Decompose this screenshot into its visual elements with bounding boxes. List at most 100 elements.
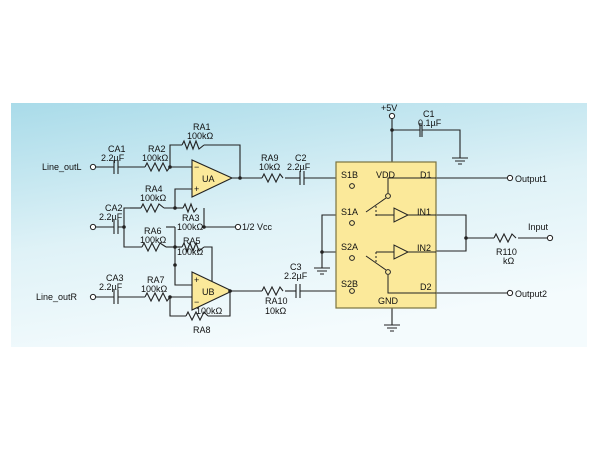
opamp-ub-label: UB (202, 287, 215, 297)
ra6-value: 100kΩ (140, 235, 167, 245)
terminal-vplus (388, 112, 396, 120)
capacitor-ca3 (113, 290, 119, 304)
diagram-panel (11, 103, 587, 347)
ca2-value: 2.2µF (99, 212, 123, 222)
chip-pin-in1: IN1 (417, 207, 431, 217)
terminal-line-outr (89, 293, 97, 301)
c3-name: C3 (290, 262, 302, 272)
opamp-ua-label: UA (202, 174, 215, 184)
ra4-name: RA4 (145, 184, 163, 194)
chip-pin-s1a: S1A (341, 207, 358, 217)
ca1-name: CA1 (108, 144, 126, 154)
terminals (89, 112, 554, 301)
ra2-name: RA2 (148, 144, 166, 154)
ra6-name: RA6 (144, 226, 162, 236)
ra8-name: RA8 (193, 325, 211, 335)
driver-in2 (393, 244, 410, 260)
ra1-value: 100kΩ (187, 131, 214, 141)
ra1-name: RA1 (193, 122, 211, 132)
opamp-ua-plus: + (194, 184, 199, 194)
terminal-output2 (506, 289, 514, 297)
ground-s1a-s2a (314, 267, 330, 275)
ra7-name: RA7 (147, 275, 165, 285)
ground-c1 (452, 157, 468, 165)
opamp-ub-plus: + (194, 275, 199, 285)
resistor-ra10 (261, 285, 284, 297)
ca2-name: CA2 (105, 203, 123, 213)
opamp-ua (191, 159, 234, 198)
resistor-ra7 (144, 291, 171, 303)
common-d2 (387, 275, 436, 294)
switch-arm-2 (365, 255, 387, 271)
chip-pin-gnd: GND (378, 296, 399, 306)
capacitor-c3 (295, 284, 301, 298)
ca3-value: 2.2µF (99, 282, 123, 292)
ground-symbols (314, 157, 468, 332)
terminal-half-vcc (234, 223, 242, 231)
chip-pin-in2: IN2 (417, 243, 431, 253)
capacitor-c1 (419, 123, 423, 137)
ra2-value: 100kΩ (142, 153, 169, 163)
switch-chip (335, 161, 437, 309)
terminal-line-outl (89, 163, 97, 171)
opamp-ub-minus: − (194, 297, 199, 307)
ra5-name: RA5 (183, 236, 201, 246)
resistor-ra8 (185, 310, 209, 322)
label-output2: Output2 (515, 289, 547, 299)
c1-name: C1 (423, 109, 435, 119)
resistor-symbols (140, 139, 517, 322)
ground-chip (384, 324, 400, 332)
chip-pin-d2: D2 (420, 282, 432, 292)
junction-dots (122, 128, 468, 299)
label-half-vcc: 1/2 Vcc (242, 222, 273, 232)
ra7-value: 100kΩ (141, 284, 168, 294)
label-output1: Output1 (515, 174, 547, 184)
resistor-ra3 (182, 202, 198, 214)
ra3-name: RA3 (182, 213, 200, 223)
terminal-output1 (506, 174, 514, 182)
c2-value: 2.2µF (287, 162, 311, 172)
resistor-ra1 (181, 139, 205, 151)
opamp-ua-minus: − (194, 162, 199, 172)
chip-internals (349, 177, 436, 294)
capacitor-ca2 (113, 220, 119, 234)
ra3-value: 100kΩ (177, 222, 204, 232)
capacitor-c2 (299, 171, 305, 185)
chip-pin-vdd: VDD (376, 170, 396, 180)
chip-pin-s2b: S2B (341, 279, 358, 289)
ra4-value: 100kΩ (140, 193, 167, 203)
c1-value: 0.1µF (418, 118, 442, 128)
resistor-ra5 (181, 241, 205, 253)
capacitor-symbols (113, 123, 423, 304)
driver-in1 (393, 207, 410, 223)
c3-value: 2.2µF (284, 271, 308, 281)
resistor-ra4 (140, 202, 165, 214)
chip-pin-s2a: S2A (341, 242, 358, 252)
capacitor-ca1 (113, 160, 119, 174)
chip-pin-d1: D1 (420, 170, 432, 180)
ca3-name: CA3 (106, 273, 124, 283)
resistor-r110 (493, 232, 517, 244)
resistor-ra6 (141, 241, 167, 253)
c2-name: C2 (295, 153, 307, 163)
resistor-ra2 (144, 161, 171, 173)
ra9-value: 10kΩ (259, 162, 281, 172)
resistor-ra9 (261, 172, 284, 184)
label-input: Input (528, 222, 549, 232)
ra10-name: RA10 (265, 296, 288, 306)
r110-name: R110 (496, 247, 517, 257)
terminal-ca2 (89, 223, 97, 231)
ra8-value: 100kΩ (196, 306, 223, 316)
switch-arm-1 (365, 197, 387, 213)
chip-pin-s1b: S1B (341, 170, 358, 180)
label-line-outl: Line_outL (42, 162, 82, 172)
ra10-value: 10kΩ (265, 306, 287, 316)
label-vplus: +5V (381, 103, 397, 113)
ca1-value: 2.2µF (101, 153, 125, 163)
label-line-outr: Line_outR (36, 292, 78, 302)
ra9-name: RA9 (261, 153, 279, 163)
terminal-input (546, 234, 554, 242)
ra5-value: 100kΩ (177, 247, 204, 257)
